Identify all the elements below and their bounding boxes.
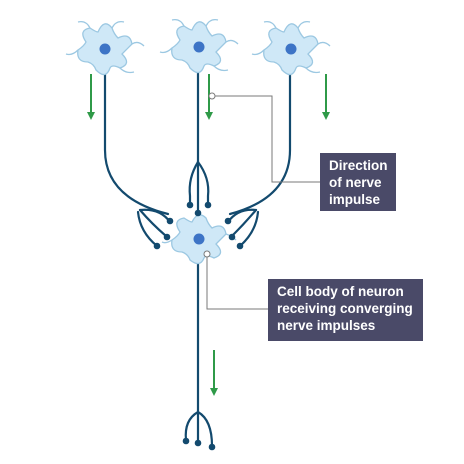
synaptic-knob — [208, 443, 216, 451]
cell-body-label-line-2: receiving converging — [277, 301, 413, 316]
synaptic-knob — [228, 233, 236, 241]
left-neuron-axon — [103, 66, 170, 216]
synaptic-knob — [166, 217, 174, 225]
down-arrow-icon — [322, 74, 330, 120]
direction-leader-line — [215, 95, 320, 183]
synaptic-knob — [194, 439, 202, 447]
direction-anchor-dot — [208, 92, 216, 100]
callout-anchors — [203, 92, 216, 258]
down-arrow-icon — [210, 350, 218, 396]
synaptic-terminals — [153, 201, 244, 451]
left-neuron-cell-body — [65, 20, 145, 76]
cell-body-label: Cell body of neuron receiving converging… — [268, 279, 423, 341]
right-neuron-nucleus — [285, 43, 297, 55]
right-neuron-branch-3 — [238, 210, 260, 248]
cell-body-label-line-1: Cell body of neuron — [277, 284, 404, 299]
receiving-neuron-nucleus — [193, 233, 205, 245]
right-neuron-axon — [228, 66, 292, 216]
cell-body-leader-line — [206, 255, 268, 310]
left-neuron-nucleus — [99, 43, 111, 55]
middle-neuron-branch-1 — [188, 160, 200, 206]
callout-lines — [206, 95, 320, 310]
direction-of-impulse-label: Direction of nerve impulse — [320, 153, 396, 211]
direction-label-line-1: Direction — [329, 158, 388, 173]
synaptic-knob — [163, 233, 171, 241]
cell-body-anchor-dot — [203, 250, 211, 258]
impulse-arrows — [87, 74, 330, 396]
synaptic-knob — [153, 242, 161, 250]
down-arrow-icon — [87, 74, 95, 120]
right-neuron-branch-2 — [230, 208, 258, 238]
synaptic-knob — [224, 217, 232, 225]
down-arrow-icon — [205, 74, 213, 120]
direction-label-line-2: of nerve — [329, 175, 382, 190]
synaptic-knob — [236, 242, 244, 250]
synaptic-knob — [182, 437, 190, 445]
middle-neuron-nucleus — [193, 41, 205, 53]
cell-body-label-line-3: nerve impulses — [277, 318, 376, 333]
synaptic-knob — [204, 201, 212, 209]
axons — [103, 62, 292, 448]
left-neuron-branch-3 — [136, 210, 159, 248]
synaptic-knob — [194, 209, 202, 217]
direction-label-line-3: impulse — [329, 192, 381, 207]
right-neuron-cell-body — [251, 20, 331, 76]
cell-bodies — [65, 18, 331, 265]
middle-neuron-branch-2 — [196, 160, 210, 206]
terminal-branch-right — [196, 410, 214, 448]
left-neuron-branch-2 — [138, 208, 168, 238]
synaptic-knob — [186, 201, 194, 209]
terminal-branch-left — [184, 410, 200, 442]
middle-neuron-cell-body — [159, 18, 239, 74]
